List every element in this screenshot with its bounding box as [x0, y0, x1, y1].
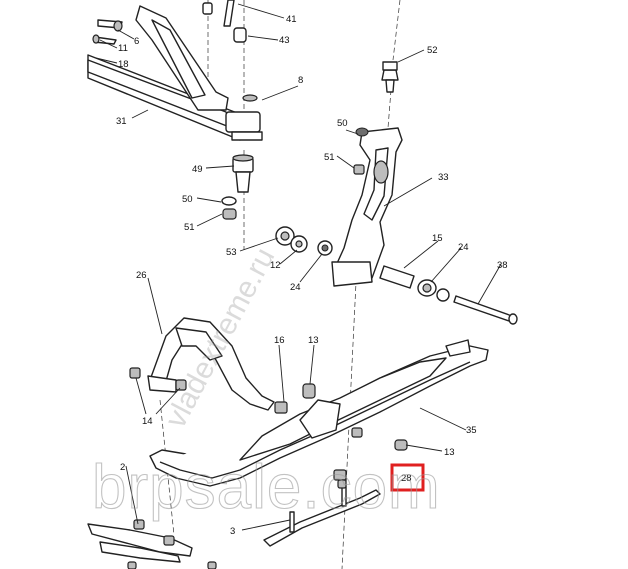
callout-18[interactable]: 18 — [118, 59, 129, 70]
callout-11[interactable]: 11 — [118, 43, 128, 54]
callout-26[interactable]: 26 — [136, 270, 147, 281]
callout-3[interactable]: 3 — [230, 526, 235, 537]
callout-51b[interactable]: 51 — [324, 152, 335, 163]
callout-12[interactable]: 12 — [270, 260, 281, 271]
ski-loop-26 — [129, 317, 316, 414]
callout-labels: 6 11 18 41 43 8 31 49 50 51 52 50 51 33 … — [116, 14, 508, 537]
callout-14[interactable]: 14 — [142, 416, 153, 427]
carbide-runner-28 — [263, 469, 381, 547]
callout-53[interactable]: 53 — [226, 247, 237, 258]
bolt-52 — [381, 61, 399, 93]
callout-6[interactable]: 6 — [134, 36, 139, 47]
callout-50[interactable]: 50 — [182, 194, 193, 205]
callout-33[interactable]: 33 — [438, 172, 449, 183]
callout-41[interactable]: 41 — [286, 14, 297, 25]
callout-43[interactable]: 43 — [279, 35, 290, 46]
callout-13[interactable]: 13 — [308, 335, 319, 346]
highlighted-part-box — [390, 463, 425, 492]
callout-51[interactable]: 51 — [184, 222, 195, 233]
callout-28[interactable]: 28 — [401, 473, 412, 484]
callout-24[interactable]: 24 — [290, 282, 301, 293]
callout-50b[interactable]: 50 — [337, 118, 348, 129]
callout-16[interactable]: 16 — [274, 335, 285, 346]
suspension-arm-part — [87, 5, 263, 141]
bushings — [275, 226, 450, 302]
callout-35[interactable]: 35 — [466, 425, 477, 436]
lower-ski-part-2 — [87, 519, 217, 569]
callout-49[interactable]: 49 — [192, 164, 203, 175]
callout-15[interactable]: 15 — [432, 233, 443, 244]
top-hardware — [92, 0, 258, 102]
site-watermark: brpsale.com — [92, 453, 441, 522]
callout-52[interactable]: 52 — [427, 45, 438, 56]
callout-38[interactable]: 38 — [497, 260, 508, 271]
long-bolt-38 — [453, 295, 518, 325]
pivot-bolt-49 — [221, 154, 254, 220]
ski-spindle-33 — [331, 127, 403, 287]
callout-2[interactable]: 2 — [120, 462, 125, 473]
callout-8[interactable]: 8 — [298, 75, 303, 86]
callout-24b[interactable]: 24 — [458, 242, 469, 253]
callout-13b[interactable]: 13 — [444, 447, 455, 458]
ski-body-35 — [149, 339, 489, 487]
leader-lines — [95, 3, 502, 531]
callout-31[interactable]: 31 — [116, 116, 127, 127]
